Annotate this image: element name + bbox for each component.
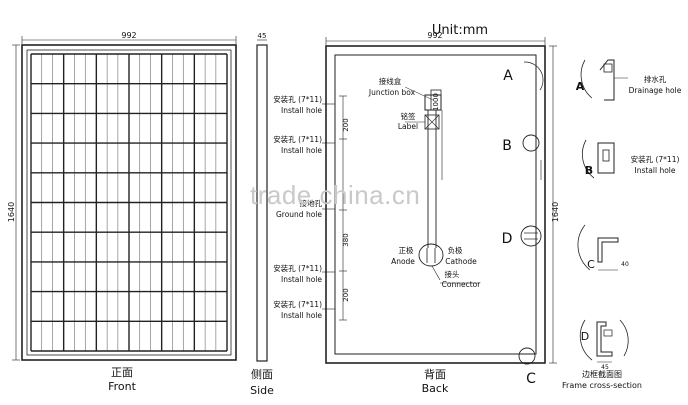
- frame-cn: 边框截面图: [582, 369, 622, 379]
- detail-install-en: Install hole: [634, 166, 675, 175]
- front-height-dim: 1640: [7, 202, 16, 222]
- anode-en: Anode: [391, 257, 415, 266]
- front-view: [12, 36, 237, 361]
- junction-box-en: Junction box: [368, 88, 416, 97]
- install-hole-3-cn: 安装孔 (7*11): [273, 263, 322, 273]
- detail-drainage: [580, 59, 628, 101]
- detail-install: [582, 139, 615, 179]
- connector-en: Connector: [442, 280, 482, 289]
- side-caption-en: Side: [250, 384, 274, 397]
- cell-grid: [30, 53, 228, 352]
- marker-a: A: [503, 68, 513, 84]
- install-hole-1-cn: 安装孔 (7*11): [273, 94, 322, 104]
- connector-cn: 接头: [445, 269, 460, 279]
- install-hole-4-en: Install hole: [281, 311, 322, 320]
- cathode-cn: 负极: [448, 245, 463, 255]
- label-en: Label: [398, 122, 418, 131]
- detail-c-dim: 40: [621, 261, 629, 268]
- spacing-middle: 380: [342, 233, 350, 246]
- marker-b: B: [502, 138, 512, 154]
- unit-label: Unit:mm: [432, 23, 488, 38]
- side-view: [256, 39, 268, 362]
- anode-cn: 正极: [399, 245, 414, 255]
- detail-c-letter: C: [587, 258, 595, 271]
- front-caption-cn: 正面: [111, 366, 133, 379]
- cathode-en: Cathode: [445, 257, 477, 266]
- install-hole-4-cn: 安装孔 (7*11): [273, 299, 322, 309]
- marker-d: D: [502, 231, 513, 247]
- detail-frame: [579, 319, 629, 363]
- front-width-dim: 992: [121, 31, 136, 40]
- ground-hole-cn: 接地孔: [300, 198, 323, 208]
- frame-en: Frame cross-section: [562, 381, 642, 390]
- label-cn: 铭签: [401, 111, 416, 121]
- side-thickness-dim: 45: [258, 32, 267, 40]
- detail-d-letter: D: [581, 330, 589, 343]
- back-width-dim: 992: [427, 31, 442, 40]
- drainage-cn: 排水孔: [644, 74, 667, 84]
- install-hole-3-en: Install hole: [281, 275, 322, 284]
- drainage-en: Drainage hole: [629, 86, 682, 95]
- spacing-bottom: 200: [342, 288, 350, 301]
- detail-d-dim: 45: [601, 364, 609, 371]
- install-hole-1-en: Install hole: [281, 106, 322, 115]
- spacing-top: 200: [342, 118, 350, 131]
- install-hole-2-cn: 安装孔 (7*11): [273, 134, 322, 144]
- back-caption-en: Back: [422, 382, 449, 395]
- detail-install-cn: 安装孔 (7*11): [631, 154, 680, 164]
- front-caption-en: Front: [108, 380, 137, 393]
- cable-length: 1000: [432, 93, 440, 111]
- install-hole-2-en: Install hole: [281, 146, 322, 155]
- back-caption-cn: 背面: [424, 367, 446, 381]
- ground-hole-en: Ground hole: [276, 210, 322, 219]
- back-view: [322, 37, 557, 365]
- junction-box-cn: 接线盒: [379, 76, 402, 86]
- detail-b-letter: B: [585, 164, 593, 177]
- watermark: trade.china.cn: [250, 180, 421, 210]
- back-height-dim: 1640: [551, 202, 560, 222]
- side-caption-cn: 侧面: [251, 368, 273, 381]
- marker-c: C: [526, 371, 536, 387]
- detail-a-letter: A: [576, 80, 585, 93]
- detail-corner: [577, 224, 619, 271]
